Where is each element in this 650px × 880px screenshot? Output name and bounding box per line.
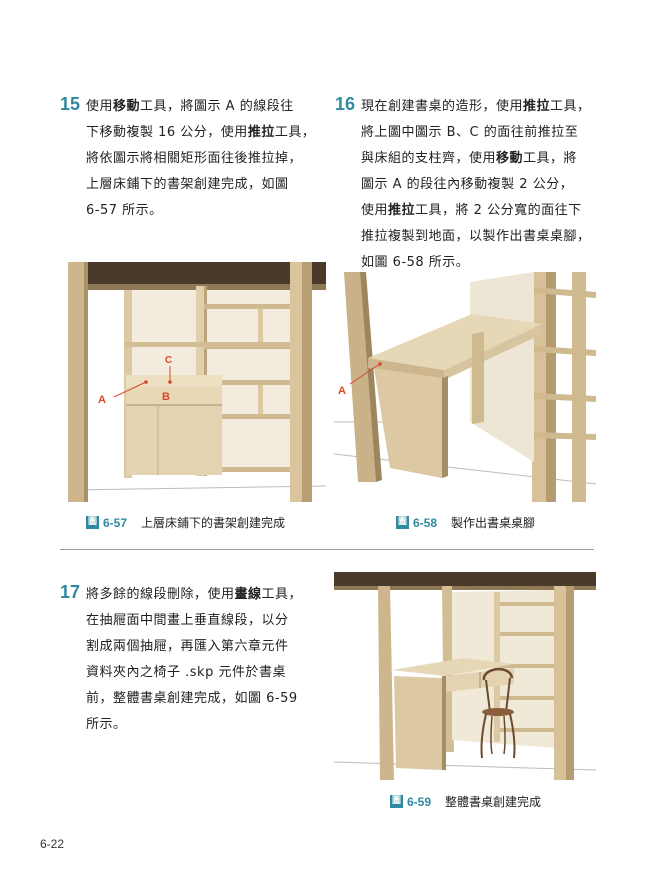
text-segment: 在抽屜面中間畫上垂直線段，以分 bbox=[86, 613, 289, 628]
text-line: 資料夾內之椅子 .skp 元件於書桌 bbox=[86, 660, 302, 686]
page-number: 6-22 bbox=[40, 837, 65, 851]
text-line: 割成兩個抽屜，再匯入第六章元件 bbox=[86, 634, 302, 660]
figure-6-57: A C B bbox=[68, 262, 326, 502]
step-number: 17 bbox=[60, 582, 81, 602]
text-line: 如圖 6-58 所示。 bbox=[361, 250, 591, 276]
text-line: 與床組的支柱齊，使用移動工具，將 bbox=[361, 146, 591, 172]
text-segment: 如圖 6-58 所示。 bbox=[361, 255, 470, 270]
text-segment: 下移動複製 16 公分，使用 bbox=[86, 125, 248, 140]
text-line: 在抽屜面中間畫上垂直線段，以分 bbox=[86, 608, 302, 634]
text-line: 將依圖示將相關矩形面往後推拉掉， bbox=[86, 146, 315, 172]
step-16-text: 現在創建書桌的造形，使用推拉工具，將上圖中圖示 B、C 的面往前推拉至與床組的支… bbox=[361, 94, 591, 276]
figure-number: 6-59 bbox=[407, 794, 432, 809]
text-segment: 圖示 A 的段往內移動複製 2 公分， bbox=[361, 177, 574, 192]
text-line: 推拉複製到地面，以製作出書桌桌腳， bbox=[361, 224, 591, 250]
figure-caption: 上層床鋪下的書架創建完成 bbox=[141, 516, 286, 530]
label-a: A bbox=[98, 394, 106, 406]
bookshelf-under-bed-render: A C B bbox=[68, 262, 326, 502]
tool-name: 移動 bbox=[496, 151, 524, 166]
step-number: 16 bbox=[335, 94, 356, 114]
text-segment: 工具，將 bbox=[523, 151, 578, 166]
text-segment: 工具，將 2 公分寬的面往下 bbox=[415, 203, 582, 218]
section-divider bbox=[60, 549, 594, 550]
text-line: 使用移動工具，將圖示 A 的線段往 bbox=[86, 94, 315, 120]
label-b: B bbox=[162, 391, 170, 403]
complete-desk-render bbox=[334, 572, 596, 780]
tool-name: 移動 bbox=[113, 99, 141, 114]
desk-legs-render: A bbox=[334, 272, 596, 502]
figure-number: 6-58 bbox=[413, 515, 438, 530]
text-segment: 工具， bbox=[261, 587, 303, 602]
figure-6-59 bbox=[334, 572, 596, 780]
figure-6-58: A bbox=[334, 272, 596, 502]
text-line: 下移動複製 16 公分，使用推拉工具， bbox=[86, 120, 315, 146]
text-segment: 割成兩個抽屜，再匯入第六章元件 bbox=[86, 639, 289, 654]
text-segment: 使用 bbox=[86, 99, 114, 114]
text-segment: 將多餘的線段刪除，使用 bbox=[86, 587, 235, 602]
text-line: 上層床鋪下的書架創建完成，如圖 bbox=[86, 172, 315, 198]
text-segment: 推拉複製到地面，以製作出書桌桌腳， bbox=[361, 229, 591, 244]
text-segment: 前，整體書桌創建完成，如圖 6-59 bbox=[86, 691, 298, 706]
figure-number: 6-57 bbox=[103, 515, 128, 530]
figure-caption: 整體書桌創建完成 bbox=[445, 795, 542, 809]
tool-name: 推拉 bbox=[247, 125, 275, 140]
text-segment: 將依圖示將相關矩形面往後推拉掉， bbox=[86, 151, 303, 166]
step-number: 15 bbox=[60, 94, 81, 114]
text-line: 圖示 A 的段往內移動複製 2 公分， bbox=[361, 172, 591, 198]
text-segment: 上層床鋪下的書架創建完成，如圖 bbox=[86, 177, 289, 192]
text-line: 前，整體書桌創建完成，如圖 6-59 bbox=[86, 686, 302, 712]
text-line: 6-57 所示。 bbox=[86, 198, 315, 224]
text-line: 將多餘的線段刪除，使用畫線工具， bbox=[86, 582, 302, 608]
label-a: A bbox=[338, 385, 346, 397]
figure-icon: 圖 bbox=[86, 516, 99, 529]
text-segment: 使用 bbox=[361, 203, 389, 218]
figure-caption: 製作出書桌桌腳 bbox=[451, 516, 536, 530]
tool-name: 推拉 bbox=[388, 203, 416, 218]
text-segment: 工具， bbox=[274, 125, 316, 140]
text-segment: 現在創建書桌的造形，使用 bbox=[361, 99, 524, 114]
text-segment: 與床組的支柱齊，使用 bbox=[361, 151, 497, 166]
label-c: C bbox=[165, 355, 172, 366]
caption-6-57: 圖 6-57 上層床鋪下的書架創建完成 bbox=[86, 514, 285, 531]
text-line: 所示。 bbox=[86, 712, 302, 738]
text-line: 將上圖中圖示 B、C 的面往前推拉至 bbox=[361, 120, 591, 146]
text-line: 使用推拉工具，將 2 公分寬的面往下 bbox=[361, 198, 591, 224]
text-line: 現在創建書桌的造形，使用推拉工具， bbox=[361, 94, 591, 120]
caption-6-59: 圖 6-59 整體書桌創建完成 bbox=[390, 793, 541, 810]
text-segment: 資料夾內之椅子 .skp 元件於書桌 bbox=[86, 665, 286, 680]
figure-icon: 圖 bbox=[396, 516, 409, 529]
caption-6-58: 圖 6-58 製作出書桌桌腳 bbox=[396, 514, 535, 531]
step-17-text: 將多餘的線段刪除，使用畫線工具， 在抽屜面中間畫上垂直線段，以分割成兩個抽屜，再匯… bbox=[86, 582, 302, 738]
text-segment: 工具，將圖示 A 的線段往 bbox=[140, 99, 294, 114]
text-segment: 6-57 所示。 bbox=[86, 203, 163, 218]
tool-name: 畫線 bbox=[234, 587, 262, 602]
text-segment: 工具， bbox=[550, 99, 591, 114]
text-segment: 將上圖中圖示 B、C 的面往前推拉至 bbox=[361, 125, 579, 140]
tool-name: 推拉 bbox=[523, 99, 551, 114]
step-15-text: 使用移動工具，將圖示 A 的線段往下移動複製 16 公分，使用推拉工具，將依圖示… bbox=[86, 94, 315, 224]
text-segment: 所示。 bbox=[86, 717, 127, 732]
figure-icon: 圖 bbox=[390, 795, 403, 808]
